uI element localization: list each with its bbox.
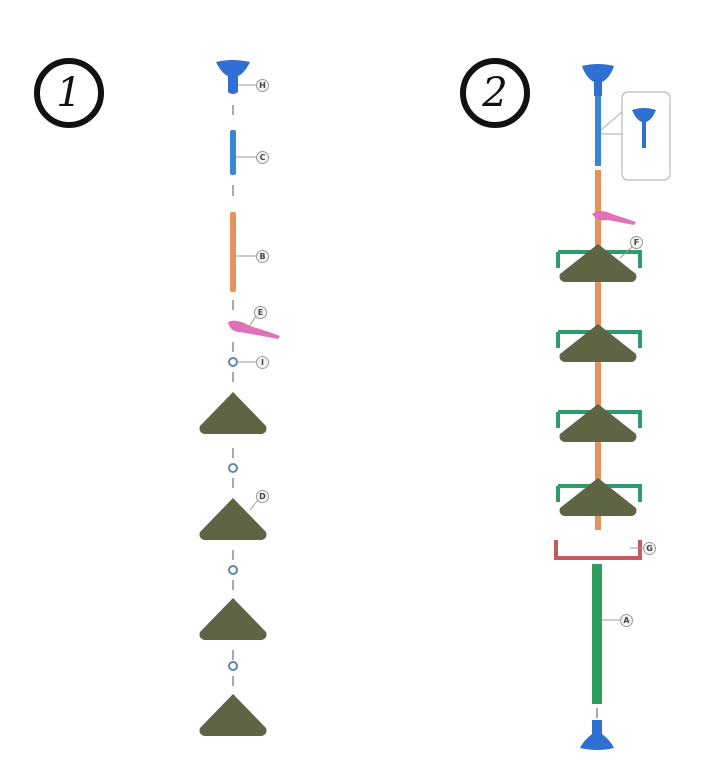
hook-e-assembled	[592, 211, 636, 225]
hook-e	[228, 320, 280, 339]
pole-a	[592, 564, 602, 704]
part-label-f: F	[630, 236, 643, 249]
pole-c	[230, 130, 236, 175]
step-2-number: 2	[482, 70, 508, 116]
step-1-badge: 1	[34, 58, 104, 128]
part-label-h: H	[256, 79, 269, 92]
step-1-number: 1	[56, 70, 82, 116]
part-label-a: A	[620, 614, 633, 627]
shelf-d	[199, 694, 267, 736]
shelf-with-bracket-f	[556, 478, 642, 516]
shelf-d	[199, 392, 267, 434]
part-label-d: D	[256, 490, 269, 503]
suction-cup-bottom	[580, 720, 614, 750]
shelf-d	[199, 498, 267, 540]
suction-cup-h	[216, 60, 250, 94]
part-label-g: G	[643, 542, 656, 555]
part-label-e: E	[254, 306, 267, 319]
suction-cup-top	[582, 64, 614, 96]
part-label-c: C	[256, 151, 269, 164]
bracket-g	[554, 540, 642, 560]
step-2-badge: 2	[460, 58, 530, 128]
pole-c-assembled	[595, 96, 601, 166]
inset-box	[600, 91, 671, 181]
shelf-with-bracket-f	[556, 324, 642, 362]
shelf-with-bracket-f	[556, 404, 642, 442]
part-label-b: B	[256, 250, 269, 263]
shelf-with-bracket-f	[556, 244, 642, 282]
pole-b	[230, 212, 236, 292]
shelf-d	[199, 598, 267, 640]
part-label-i: I	[256, 356, 269, 369]
